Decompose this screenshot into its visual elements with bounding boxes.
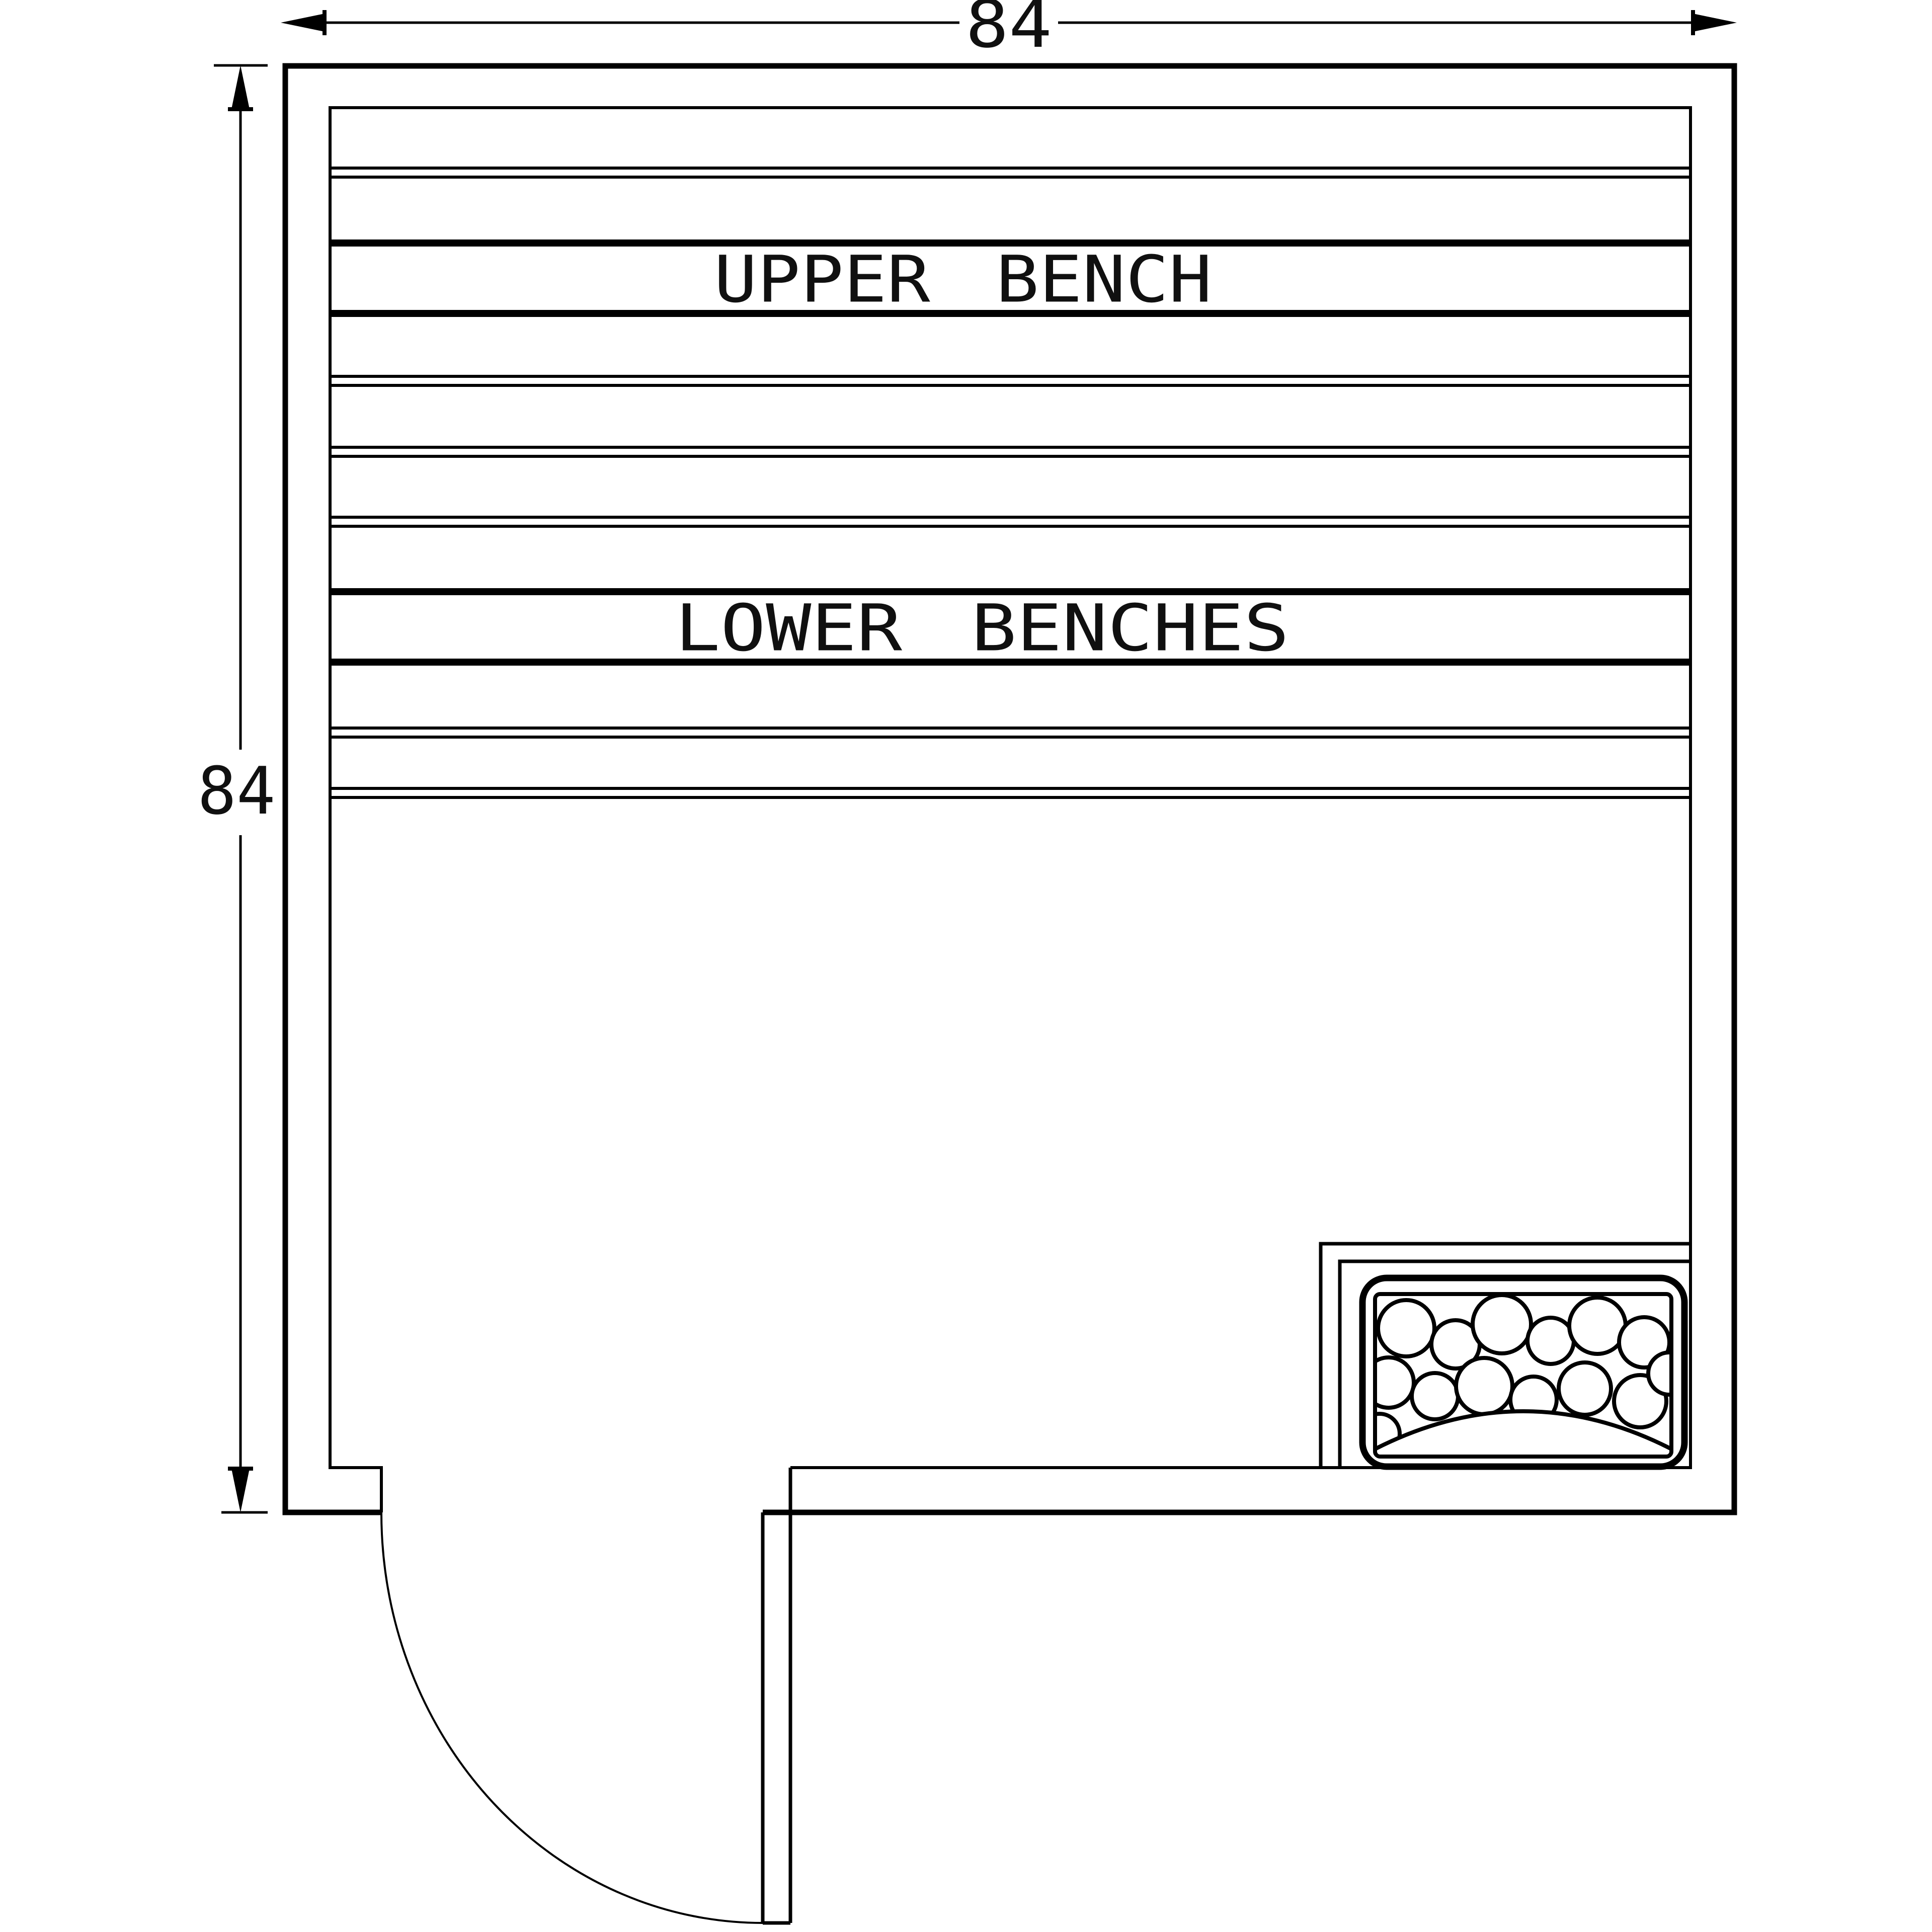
heater-rock xyxy=(1525,1316,1576,1366)
heater-rock xyxy=(1454,1356,1514,1416)
heater-fence-outer xyxy=(1319,1242,1691,1468)
heater-rock xyxy=(1410,1371,1460,1421)
heater-inner-outline xyxy=(1373,1292,1673,1459)
dimension-arrowhead xyxy=(231,1469,250,1512)
dimension-left: 84 xyxy=(198,64,276,1514)
dimension-top: 84 xyxy=(281,0,1737,62)
heater xyxy=(1319,1242,1691,1470)
dimension-top-value: 84 xyxy=(965,0,1052,62)
wall-outer-face xyxy=(282,63,1737,1515)
dimension-arrowhead xyxy=(1693,14,1737,32)
heater-rock xyxy=(1471,1294,1533,1355)
upper-bench-label: UPPER BENCH xyxy=(714,243,1212,317)
dimension-left-value: 84 xyxy=(198,753,276,829)
heater-rock xyxy=(1557,1360,1613,1417)
heater-rock xyxy=(1376,1298,1436,1358)
door xyxy=(380,1468,792,1925)
heater-body-outline xyxy=(1359,1274,1688,1470)
heater-rock xyxy=(1375,1355,1416,1410)
dimension-arrowhead xyxy=(231,65,250,109)
dimension-arrowhead xyxy=(281,14,325,32)
bench-boards: UPPER BENCH LOWER BENCHES xyxy=(330,167,1691,799)
room-walls xyxy=(282,63,1737,1515)
heater-rocks xyxy=(1375,1294,1671,1457)
door-swing-arc xyxy=(380,1512,763,1924)
wall-inner-face xyxy=(329,106,1692,1512)
heater-fence-inner xyxy=(1338,1259,1691,1468)
heater-basin-arc xyxy=(1375,1409,1671,1451)
heater-rock xyxy=(1567,1296,1628,1356)
lower-benches-label: LOWER BENCHES xyxy=(675,591,1290,666)
